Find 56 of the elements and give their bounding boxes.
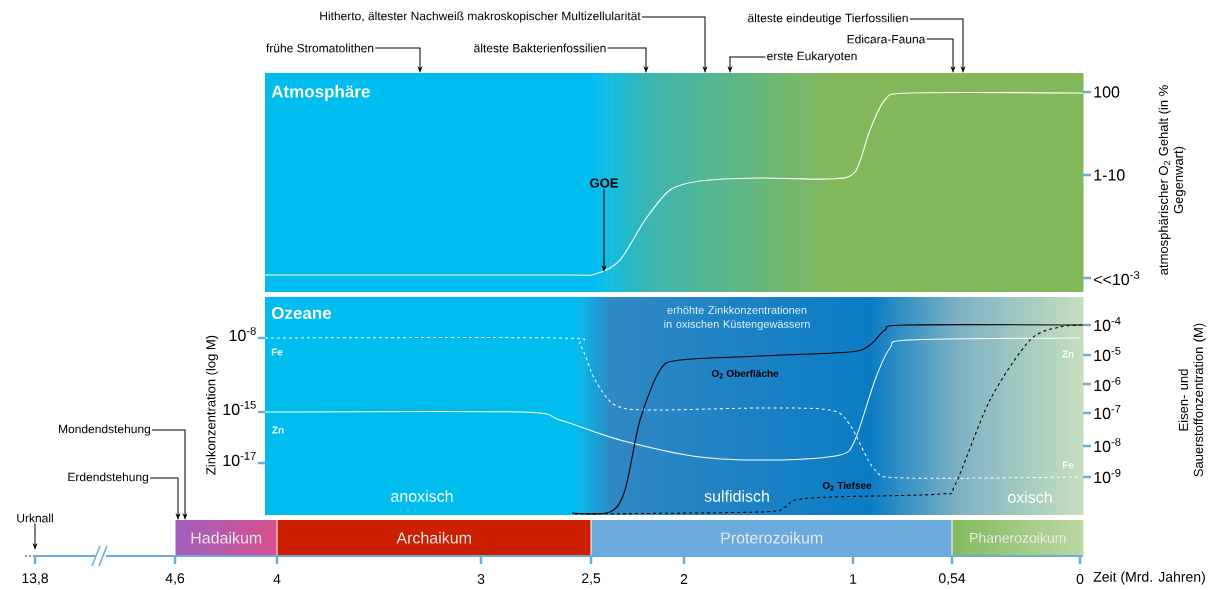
note-text: erhöhte Zinkkonzentrationen in oxischen Küstengewässern (664, 305, 810, 331)
annotation-text: erste Eukaryoten (767, 51, 857, 63)
atmosphere-panel (265, 73, 1084, 292)
region-label: sulfidisch (704, 490, 769, 502)
tick-label: 4,6 (165, 573, 185, 585)
panel-heading: Ozeane (271, 307, 332, 320)
region-label: anoxisch (391, 490, 453, 502)
annotation-text: Edicara-Fauna (847, 34, 926, 44)
leader-arrow (33, 523, 37, 549)
panel-heading: Atmosphäre (271, 85, 370, 101)
region-label: oxisch (1008, 491, 1052, 503)
curve-label: Fe (1062, 461, 1074, 469)
curve-label: O$_{2}$ Oberfläche (711, 369, 779, 379)
annotation-text: älteste eindeutige Tierfossilien (748, 13, 908, 25)
tick-label: 2,5 (582, 573, 601, 585)
tick-label: 2 (680, 574, 688, 584)
leader-arrow (602, 188, 606, 271)
leader-arrow (374, 47, 422, 72)
leader-arrow (607, 47, 648, 72)
curve-label: O$_{2}$ Tiefsee (822, 481, 872, 491)
tick-label: <<10$^{-3}$ (1094, 270, 1140, 286)
annotation-text: Erdendstehung (68, 472, 148, 484)
curve-label: Zn (1062, 350, 1074, 358)
tick-label: 13,8 (22, 573, 49, 585)
tick-label: 3 (477, 574, 485, 584)
era-bar: Proterozoikum (590, 519, 953, 556)
leader-arrow (909, 18, 965, 72)
leader-arrow (926, 38, 955, 72)
tick-label: 10$^{-9}$ (1094, 468, 1121, 484)
tick-label: 0,54 (938, 573, 966, 585)
leader-arrow (641, 16, 707, 72)
tick-label: 4 (273, 574, 281, 584)
tick-label: 1-10 (1094, 169, 1125, 181)
ocean-panel (265, 297, 1084, 515)
node-label: Phanerozoikum (970, 532, 1066, 543)
annotation-text: älteste Bakterienfossilien (474, 43, 606, 53)
annotation-text: Mondendstehung (59, 424, 150, 436)
leader-arrow (149, 477, 180, 519)
axis-title: Zinkonzentration (log M) (205, 335, 219, 475)
axis-title: Zeit (Mrd. Jahren) (1093, 571, 1205, 585)
axis-title: Eisen- und Sauerstoffonzentration (M) (1178, 323, 1206, 477)
era-bar: Hadaikum (174, 519, 278, 556)
curve-label: Fe (271, 348, 283, 356)
tick-label: 100 (1094, 86, 1120, 98)
era-bar: Phanerozoikum (951, 519, 1084, 556)
era-bar: Archaikum (276, 519, 592, 556)
tick-label: 0 (1076, 574, 1084, 584)
annotation-text: frühe Stromatolithen (266, 43, 374, 53)
leader-arrow (728, 56, 766, 72)
annotation-text: Urknall (17, 513, 53, 523)
annotation-text: Hitherto, ältester Nachweiß makroskopischer Multizellularität (320, 11, 641, 23)
node-label: Hadaikum (191, 531, 262, 544)
curve-label: Zn (272, 426, 284, 434)
event-label: GOE (590, 178, 618, 188)
tick-label: 1 (850, 574, 857, 584)
leader-arrow (151, 429, 187, 519)
